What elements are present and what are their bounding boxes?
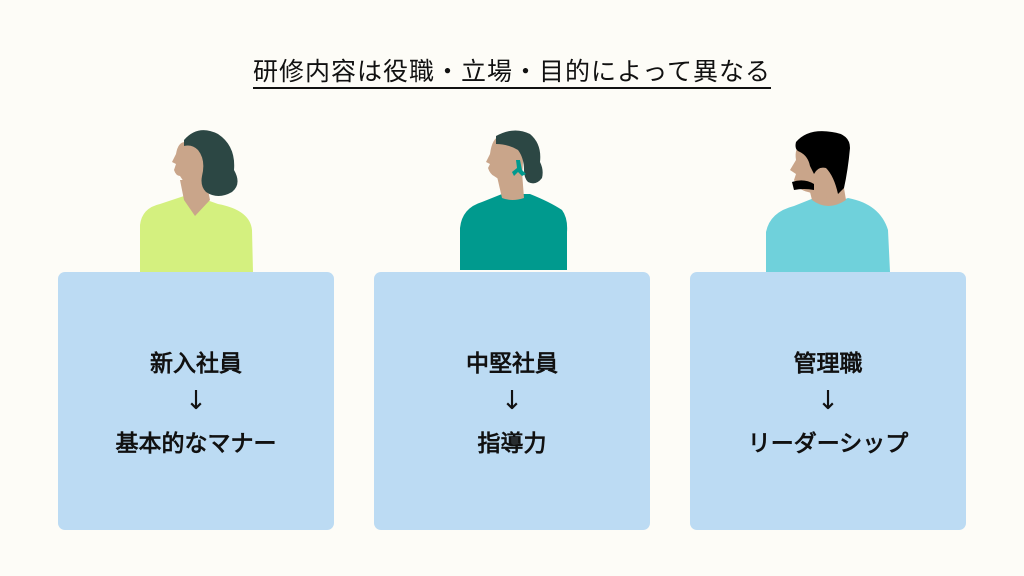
role-label: 新入社員 xyxy=(150,351,242,377)
down-arrow-icon: ↓ xyxy=(817,386,839,416)
title-text: 研修内容は役職・立場・目的によって異なる xyxy=(252,57,771,89)
down-arrow-icon: ↓ xyxy=(501,386,523,416)
role-label: 管理職 xyxy=(793,351,863,377)
down-arrow-icon: ↓ xyxy=(185,386,207,416)
card-new-employee: 新入社員 ↓ 基本的なマナー xyxy=(58,272,334,530)
focus-label: リーダーシップ xyxy=(747,431,909,457)
man-mustache-icon xyxy=(752,120,912,275)
card-manager: 管理職 ↓ リーダーシップ xyxy=(690,272,966,530)
woman-short-hair-icon xyxy=(118,120,278,275)
focus-label: 指導力 xyxy=(477,431,547,457)
page-title: 研修内容は役職・立場・目的によって異なる xyxy=(0,52,1024,89)
focus-label: 基本的なマナー xyxy=(115,431,277,457)
card-mid-level-employee: 中堅社員 ↓ 指導力 xyxy=(374,272,650,530)
woman-bun-hair-icon xyxy=(438,120,598,275)
role-label: 中堅社員 xyxy=(466,351,558,377)
